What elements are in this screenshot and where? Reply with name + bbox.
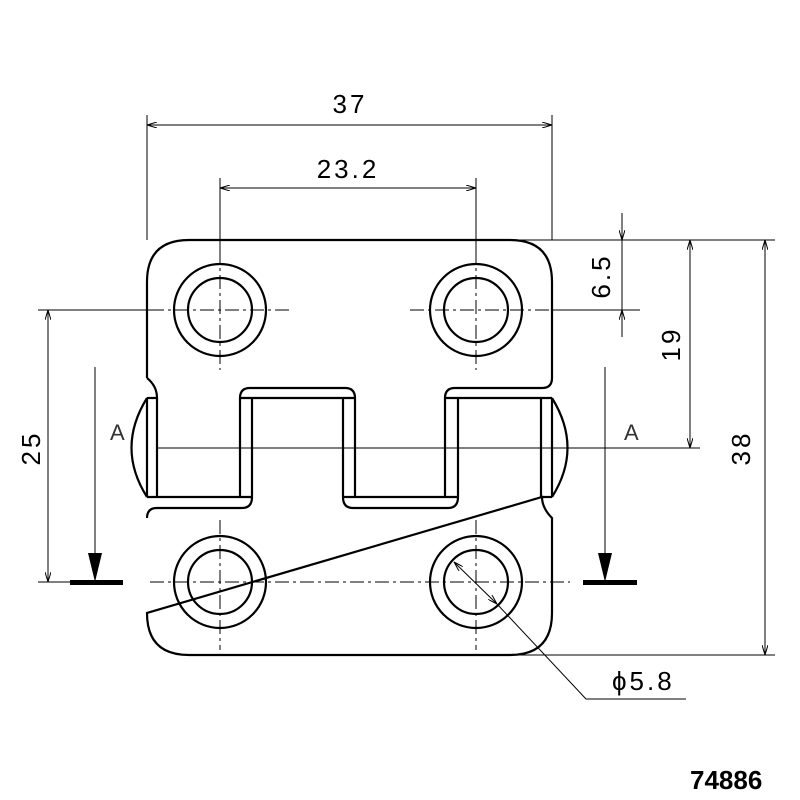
center-lines	[150, 250, 570, 650]
svg-text:19: 19	[656, 327, 686, 362]
svg-text:37: 37	[333, 89, 368, 119]
section-label-right: A	[624, 420, 639, 445]
top-leaf-outline	[145, 238, 554, 399]
section-marker-left: A	[70, 367, 125, 585]
svg-text:38: 38	[726, 431, 756, 466]
mounting-holes	[172, 262, 524, 630]
dim-hole-offset-top: 6.5	[505, 213, 775, 337]
part-number: 74886	[690, 765, 762, 795]
dim-overall-width: 37	[146, 89, 553, 240]
svg-text:ϕ5.8: ϕ5.8	[612, 666, 675, 696]
section-marker-right: A	[583, 367, 639, 585]
bottom-leaf-outline	[145, 495, 554, 657]
svg-text:23.2: 23.2	[317, 154, 380, 184]
svg-text:25: 25	[16, 431, 46, 466]
dim-hole-spacing-y: 25	[16, 309, 150, 583]
dim-hole-spacing-x: 23.2	[219, 154, 477, 255]
dim-hole-diameter: ϕ5.8	[454, 562, 686, 700]
section-label-left: A	[110, 420, 125, 445]
dim-overall-height: 38	[505, 240, 775, 656]
svg-text:6.5: 6.5	[586, 253, 616, 298]
dim-pin-from-top: 19	[656, 240, 690, 448]
